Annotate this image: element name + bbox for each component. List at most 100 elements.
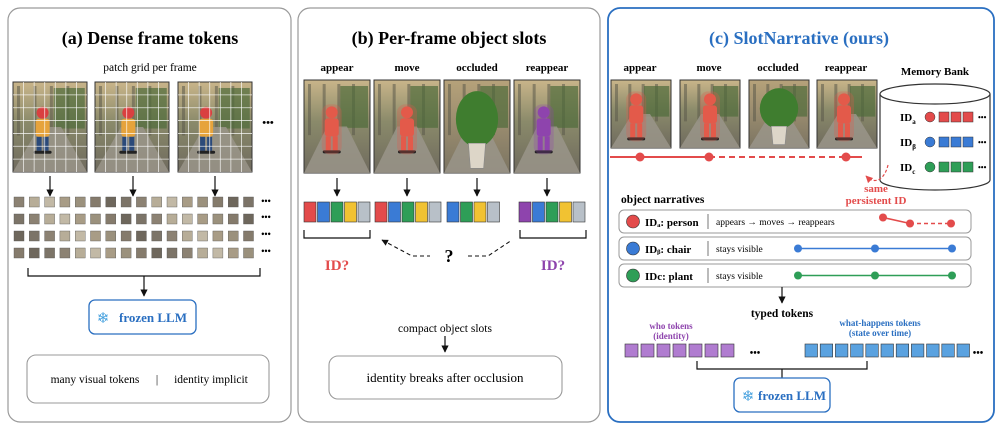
panel-b-compact-label: compact object slots [398, 323, 492, 335]
plant [759, 88, 799, 129]
video-frame [303, 79, 371, 174]
person-figure [700, 91, 720, 142]
object-slot [401, 201, 415, 223]
panel-c-llm-box [733, 377, 831, 413]
what-token [941, 343, 955, 358]
same-id-line-1: same [864, 183, 888, 195]
panel-a-llm-box [88, 299, 197, 335]
memory-slot [962, 136, 974, 148]
visual-token [166, 213, 178, 225]
panel-b-id-left: ID? [325, 258, 349, 274]
memory-slot [950, 111, 962, 123]
person-figure [626, 91, 647, 142]
what-token [895, 343, 910, 358]
visual-token [212, 247, 224, 259]
object-slot [545, 201, 559, 223]
object-slot [415, 201, 428, 223]
visual-token [151, 247, 162, 259]
video-frame [679, 79, 741, 149]
video-frame [373, 79, 441, 174]
what-token [926, 343, 940, 358]
object-slot [446, 201, 460, 223]
object-slot [487, 201, 500, 223]
panel-c-frame-label: appear [624, 62, 657, 74]
panel-b-question: ? [445, 246, 454, 266]
visual-token [197, 230, 208, 242]
person-figure [33, 106, 52, 154]
memory-slot [938, 161, 950, 173]
visual-token [90, 196, 101, 208]
narrative-id: IDc: plant [645, 271, 693, 283]
object-slot [317, 201, 330, 223]
panel-b-footer-box [328, 355, 563, 400]
memory-id-label: IDβ [900, 137, 916, 151]
panel-b-id-right: ID? [541, 258, 565, 274]
memory-bank-rows: IDa•••IDβ•••IDc••• [900, 111, 987, 176]
plant [455, 91, 499, 147]
visual-token [166, 196, 178, 208]
token-row-ellipsis: ••• [261, 246, 270, 256]
memory-slot [962, 161, 974, 173]
visual-token [227, 196, 239, 208]
panel-a-footer-left: many visual tokens [51, 374, 140, 386]
panel-b-frame-label: occluded [456, 62, 498, 74]
panel-c: (c) SlotNarrative (ours) appear move occ… [607, 7, 995, 423]
visual-token [29, 196, 40, 208]
memory-id-label: IDa [900, 112, 916, 126]
video-frame [748, 79, 810, 149]
visual-token [182, 196, 193, 208]
timeline-dot [879, 213, 887, 222]
person-figure [533, 104, 554, 155]
who-tokens-label: who tokens [649, 321, 693, 331]
object-slot [330, 201, 344, 223]
track-dot [704, 152, 714, 162]
visual-token [197, 247, 208, 259]
typed-tokens-label: typed tokens [751, 308, 814, 320]
who-tokens-sub: (identity) [653, 331, 689, 341]
panel-b-frame-label: move [394, 62, 419, 74]
memory-id-marker [924, 136, 936, 148]
narrative-id: IDₐ: person [645, 217, 699, 229]
what-token [865, 343, 879, 358]
object-slot [473, 201, 487, 223]
visual-token [44, 247, 55, 259]
visual-token [227, 247, 239, 259]
visual-token [243, 247, 254, 259]
panel-a-token-grid [13, 196, 254, 259]
panel-b-frame-label: reappear [526, 62, 569, 74]
visual-token [59, 247, 71, 259]
what-token [850, 343, 864, 358]
who-token [720, 343, 735, 358]
panel-c-frame-label: move [696, 62, 721, 74]
visual-token [227, 213, 239, 225]
panel-b-frame-label: appear [321, 62, 354, 74]
visual-token [166, 230, 178, 242]
typed-token-row [624, 343, 970, 358]
what-token [911, 343, 925, 358]
what-tokens-sub: (state over time) [849, 328, 911, 338]
visual-token [13, 196, 25, 208]
object-slot [388, 201, 401, 223]
visual-token [44, 230, 55, 242]
memory-row-ellipsis: ••• [978, 113, 987, 122]
track-dot [841, 152, 851, 162]
memory-slot [938, 111, 950, 123]
what-token [880, 343, 894, 358]
who-token [688, 343, 703, 358]
memory-row-ellipsis: ••• [978, 163, 987, 172]
who-token [704, 343, 719, 358]
panel-a: (a) Dense frame tokens patch grid per fr… [7, 7, 292, 423]
panel-c-frames [610, 79, 878, 149]
visual-token [105, 247, 117, 259]
panel-a-title: (a) Dense frame tokens [62, 28, 238, 49]
person-figure [834, 91, 854, 142]
panel-a-footer-box [26, 354, 270, 404]
visual-token [243, 213, 254, 225]
visual-token [29, 230, 40, 242]
visual-token [44, 196, 55, 208]
video-frame [94, 81, 170, 173]
visual-token [59, 196, 71, 208]
